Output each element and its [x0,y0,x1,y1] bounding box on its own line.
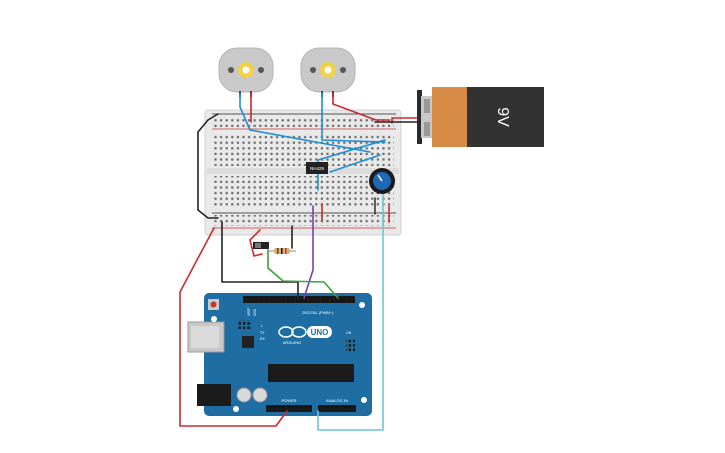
wire-red [249,229,263,257]
wire-red [332,92,389,121]
wire-green [267,249,339,299]
arduino-brand: ARDUINO [283,340,301,345]
wires [179,92,418,431]
l-label: L [261,324,263,328]
aref-label: AREF [247,307,251,316]
wire-blue [239,92,371,153]
motor-right[interactable] [300,47,356,97]
battery-9v[interactable]: 9V [417,87,544,147]
wire-red [179,227,288,427]
wire-purple [303,205,314,299]
power-jack-icon [197,384,231,406]
tx-label: TX [260,331,265,335]
analog-header-label: ANALOG IN [326,398,348,403]
rx-label: RX [260,337,266,341]
wire-blue [317,139,386,191]
arduino-model: UNO [311,328,329,337]
atmega-chip [268,364,354,382]
resistor[interactable] [268,248,296,254]
power-header-label: POWER [281,398,296,403]
wire-blue [321,92,386,143]
motor-driver-ic[interactable]: NH429 [306,162,328,174]
wire-blue [329,154,381,173]
potentiometer[interactable] [369,168,395,194]
breadboard[interactable] [204,109,402,236]
motor-left[interactable] [218,47,274,97]
battery-label: 9V [494,107,511,127]
digital-header-label: DIGITAL (PWM~) [303,310,335,315]
wire-black [197,113,219,219]
motor-driver-label: NH429 [310,166,325,171]
arduino-logo-icon [278,326,294,338]
wire-teal [317,194,384,431]
arduino-uno[interactable]: UNO ARDUINO DIGITAL (PWM~) POWER ANALOG … [187,293,372,416]
gnd-label: GND [253,308,257,316]
slide-switch[interactable] [253,242,269,249]
wire-black [221,221,299,299]
on-label: ON [346,331,352,335]
